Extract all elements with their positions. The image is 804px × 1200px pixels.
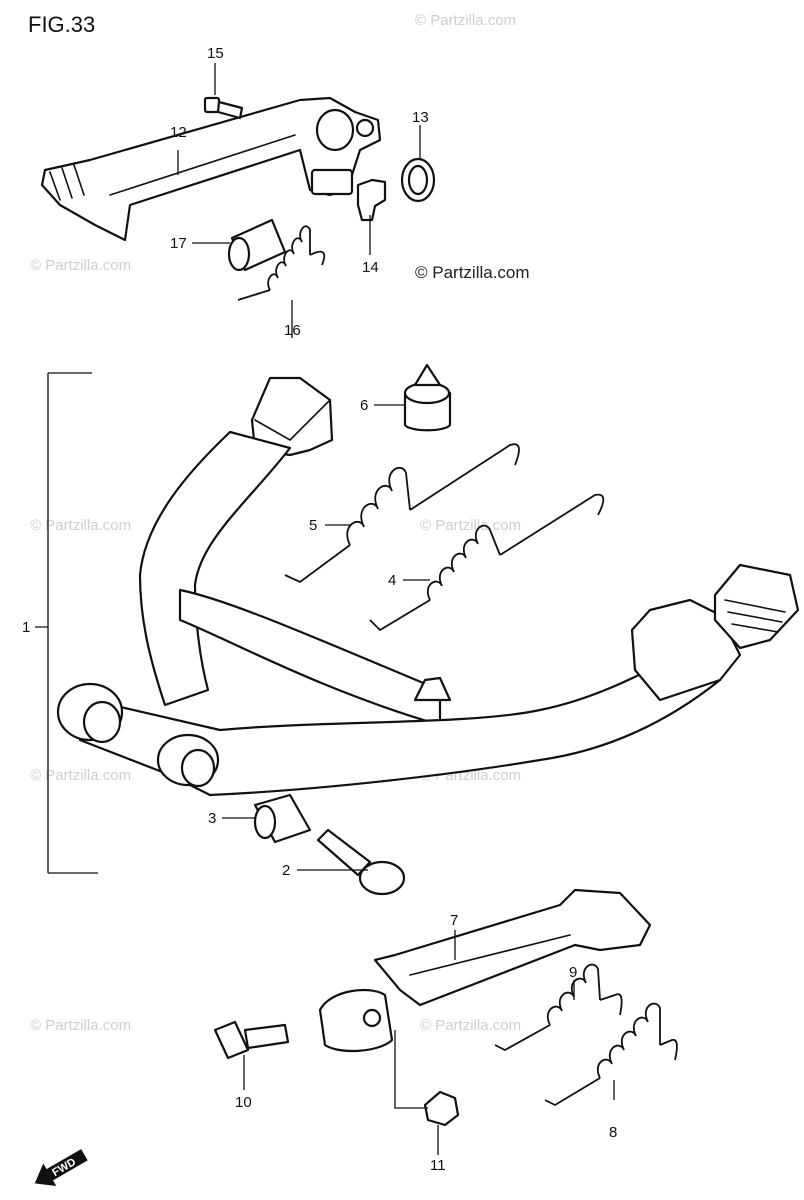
callout-14: 14 [362, 259, 379, 276]
part-12-lever [40, 96, 382, 242]
callout-11: 11 [430, 1157, 446, 1174]
watermark: © Partzilla.com [420, 1017, 521, 1034]
part-16-spring [237, 225, 326, 301]
part-5-spring [284, 443, 520, 584]
part-8-spring [544, 1002, 678, 1107]
part-13-washer-hole [407, 164, 429, 196]
part-10-bolt [213, 1020, 290, 1060]
fwd-label: FWD [50, 1156, 78, 1179]
watermark: © Partzilla.com [30, 767, 131, 784]
part-4-spring [369, 493, 605, 632]
leader-lines [35, 63, 615, 1155]
callout-17: 17 [170, 235, 187, 252]
part-15-bolt [203, 96, 244, 120]
fwd-arrow-icon: FWD [34, 1149, 88, 1187]
watermark: © Partzilla.com [30, 257, 131, 274]
callout-12: 12 [170, 124, 187, 141]
watermark: © Partzilla.com [420, 517, 521, 534]
watermark: © Partzilla.com [30, 517, 131, 534]
part-6-stopper [403, 363, 452, 432]
callouts: 1 2 3 4 5 6 7 8 9 10 11 12 13 14 15 16 1… [22, 45, 617, 1174]
callout-9: 9 [569, 964, 577, 981]
watermark: © Partzilla.com [415, 12, 516, 29]
callout-2: 2 [282, 862, 290, 879]
callout-16: 16 [284, 322, 301, 339]
callout-4: 4 [388, 572, 396, 589]
callout-3: 3 [208, 810, 216, 827]
part-2-bolt [316, 828, 406, 896]
part-7-side-stand [318, 888, 652, 1053]
watermark: © Partzilla.com [30, 1017, 131, 1034]
callout-6: 6 [360, 397, 368, 414]
watermark-layer: © Partzilla.com © Partzilla.com © Partzi… [30, 12, 521, 1034]
callout-7: 7 [450, 912, 458, 929]
part-17-collar [227, 218, 287, 272]
callout-10: 10 [235, 1094, 252, 1111]
callout-1: 1 [22, 619, 30, 636]
part-3-collar [253, 793, 312, 844]
figure-title: FIG.33 [28, 12, 95, 37]
callout-8: 8 [609, 1124, 617, 1141]
callout-15: 15 [207, 45, 224, 62]
part-1-main-stand [56, 376, 800, 797]
callout-5: 5 [309, 517, 317, 534]
part-11-nut [423, 1090, 460, 1127]
callout-13: 13 [412, 109, 429, 126]
part-9-spring [494, 963, 623, 1052]
part-14-clip [356, 178, 387, 222]
watermark-main: © Partzilla.com [415, 263, 530, 282]
